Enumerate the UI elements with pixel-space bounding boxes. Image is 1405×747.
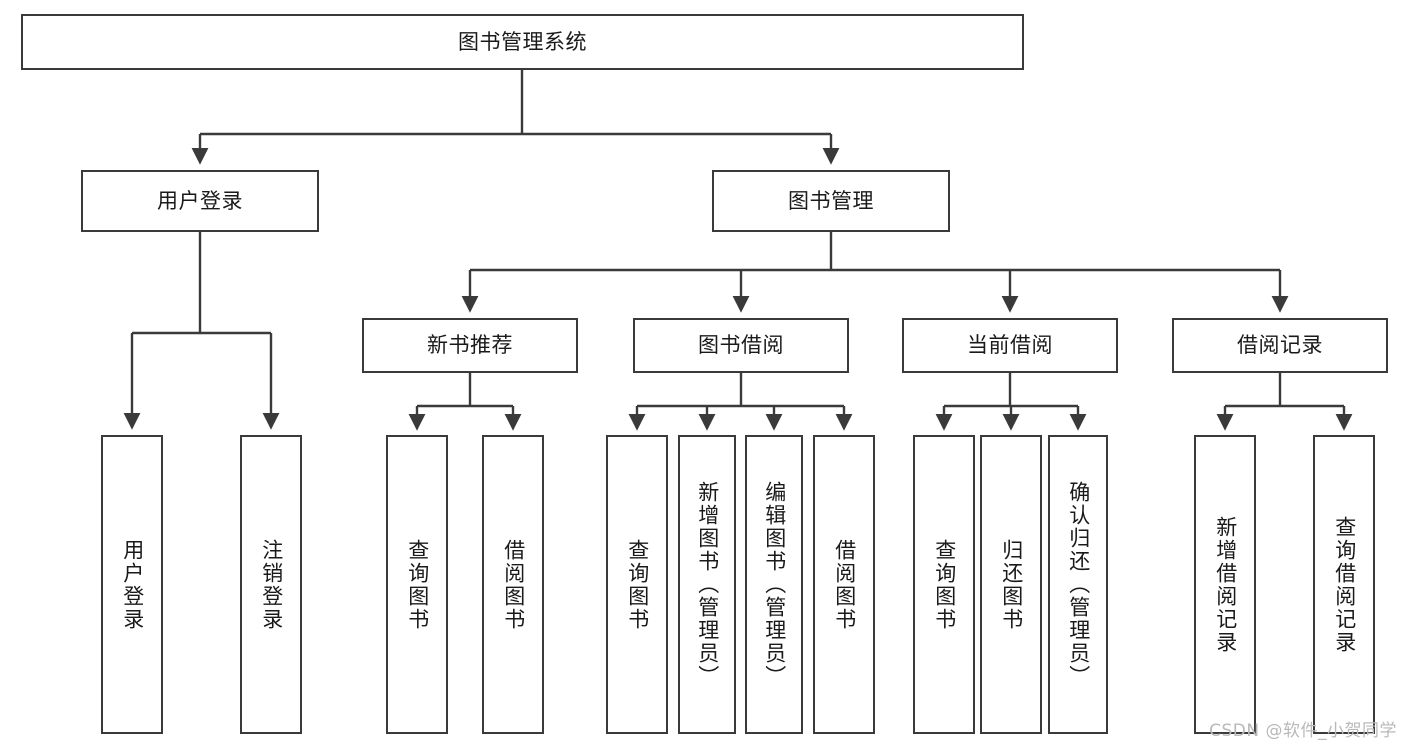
leaf-newbook-borrow-book[interactable]: 借阅图书	[482, 435, 544, 734]
leaf-current-return-book-label: 归还图书	[999, 538, 1024, 631]
leaf-current-query-book[interactable]: 查询图书	[913, 435, 975, 734]
leaf-borrow-edit-book-admin[interactable]: 编辑图书（管理员）	[745, 435, 803, 734]
node-book-borrow[interactable]: 图书借阅	[633, 318, 849, 373]
leaf-current-query-book-label: 查询图书	[932, 538, 957, 631]
leaf-newbook-query-book-label: 查询图书	[405, 538, 430, 631]
leaf-current-confirm-return-admin-label: 确认归还（管理员）	[1066, 481, 1091, 688]
leaf-borrow-borrow-book[interactable]: 借阅图书	[813, 435, 875, 734]
leaf-logout[interactable]: 注销登录	[240, 435, 302, 734]
leaf-current-return-book[interactable]: 归还图书	[980, 435, 1042, 734]
node-new-book-recommend[interactable]: 新书推荐	[362, 318, 578, 373]
leaf-newbook-query-book[interactable]: 查询图书	[386, 435, 448, 734]
leaf-record-add-record-label: 新增借阅记录	[1213, 515, 1238, 654]
leaf-borrow-borrow-book-label: 借阅图书	[832, 538, 857, 631]
node-new-book-recommend-label: 新书推荐	[427, 333, 513, 358]
node-current-borrow-label: 当前借阅	[967, 333, 1053, 358]
csdn-watermark: CSDN @软件_小贺同学	[1209, 721, 1397, 741]
leaf-borrow-edit-book-admin-label: 编辑图书（管理员）	[762, 481, 787, 688]
leaf-user-login-label: 用户登录	[120, 538, 145, 631]
node-current-borrow[interactable]: 当前借阅	[902, 318, 1118, 373]
leaf-record-add-record[interactable]: 新增借阅记录	[1194, 435, 1256, 734]
leaf-borrow-query-book[interactable]: 查询图书	[606, 435, 668, 734]
node-root[interactable]: 图书管理系统	[21, 14, 1024, 70]
leaf-user-login[interactable]: 用户登录	[101, 435, 163, 734]
leaf-record-query-record[interactable]: 查询借阅记录	[1313, 435, 1375, 734]
node-user-login[interactable]: 用户登录	[81, 170, 319, 232]
node-book-management-label: 图书管理	[788, 188, 874, 213]
node-borrow-record-label: 借阅记录	[1237, 333, 1323, 358]
leaf-logout-label: 注销登录	[259, 538, 284, 631]
node-book-borrow-label: 图书借阅	[698, 333, 784, 358]
leaf-newbook-borrow-book-label: 借阅图书	[501, 538, 526, 631]
node-root-label: 图书管理系统	[458, 29, 587, 54]
leaf-current-confirm-return-admin[interactable]: 确认归还（管理员）	[1048, 435, 1108, 734]
leaf-borrow-add-book-admin-label: 新增图书（管理员）	[695, 481, 720, 688]
leaf-borrow-query-book-label: 查询图书	[625, 538, 650, 631]
node-user-login-label: 用户登录	[157, 188, 243, 213]
leaf-borrow-add-book-admin[interactable]: 新增图书（管理员）	[678, 435, 736, 734]
node-book-management[interactable]: 图书管理	[712, 170, 950, 232]
node-borrow-record[interactable]: 借阅记录	[1172, 318, 1388, 373]
leaf-record-query-record-label: 查询借阅记录	[1332, 515, 1357, 654]
